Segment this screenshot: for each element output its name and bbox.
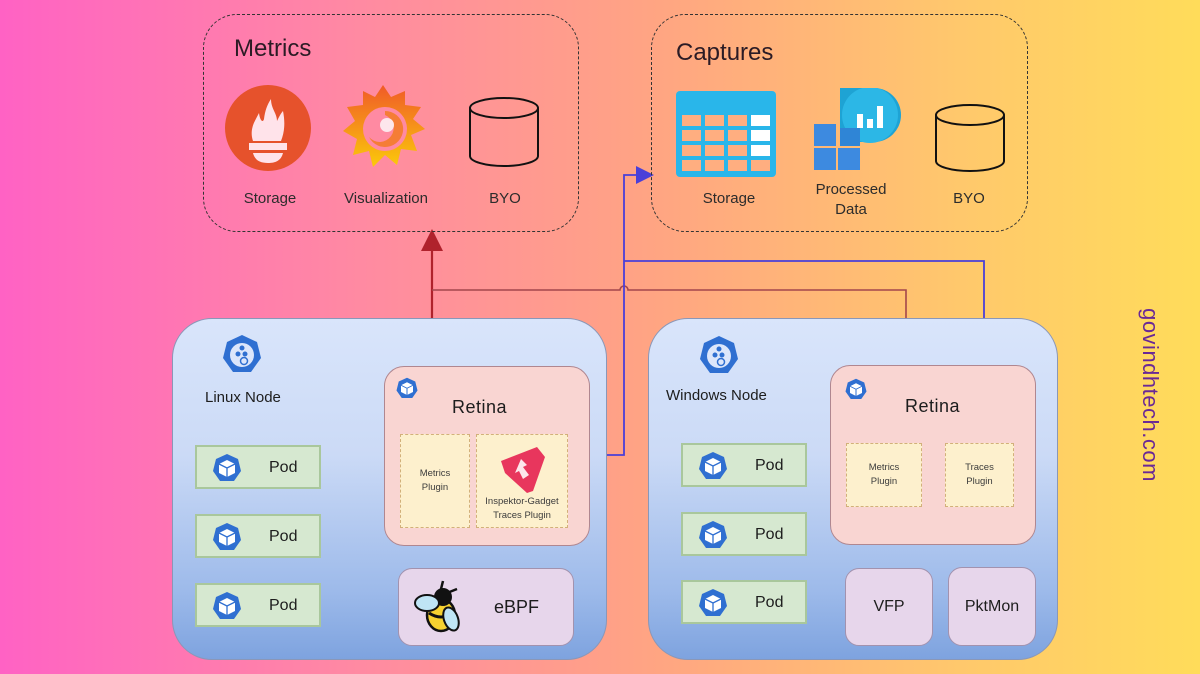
plugin-line2: Plugin (966, 476, 993, 487)
metrics-plugin[interactable]: Metrics Plugin (400, 434, 470, 528)
vfp-label: VFP (873, 598, 905, 615)
retina-cube-icon (845, 378, 867, 399)
pod-cube-icon (699, 589, 727, 616)
captures-group-title: Captures (676, 39, 774, 66)
ebpf-bee-icon (414, 580, 460, 633)
inspektor-gadget-traces-plugin[interactable]: Inspektor-Gadget Traces Plugin (476, 434, 568, 528)
metrics-visualization-label: Visualization (344, 190, 428, 207)
inspektor-gadget-icon (501, 447, 545, 493)
metrics-group: Metrics (203, 14, 579, 232)
pod-cube-icon (213, 523, 241, 550)
database-cylinder-icon (935, 104, 1005, 172)
pod[interactable]: Pod (681, 443, 807, 487)
retina-title: Retina (905, 396, 961, 416)
pod[interactable]: Pod (195, 514, 321, 558)
pod[interactable]: Pod (195, 583, 321, 627)
pod[interactable]: Pod (195, 445, 321, 489)
processed-data-line2: Data (835, 201, 867, 218)
plugin-line2: Plugin (421, 482, 449, 493)
database-cylinder-icon (469, 97, 539, 167)
ebpf-box[interactable]: eBPF (398, 568, 574, 646)
metrics-group-title: Metrics (234, 35, 312, 62)
pod-cube-icon (213, 454, 241, 481)
retina-cube-icon (396, 377, 418, 398)
plugin-line2: Plugin (870, 476, 898, 487)
processed-data-line1: Processed (815, 181, 887, 198)
kubernetes-node-icon (223, 335, 261, 372)
captures-processed-data-label: Processed Data (791, 180, 911, 220)
plugin-line1: Inspektor-Gadget (485, 496, 559, 507)
plugin-line2: Traces Plugin (493, 510, 551, 521)
traces-plugin[interactable]: Traces Plugin (945, 443, 1014, 507)
plugin-line1: Metrics (419, 468, 451, 479)
analytics-dashboard-icon (814, 88, 901, 170)
captures-byo-label: BYO (953, 190, 985, 207)
linux-retina[interactable]: Retina Metrics Plugin Inspektor-Gadget T… (384, 366, 590, 546)
plugin-line1: Traces (965, 462, 994, 473)
pod-cube-icon (699, 521, 727, 548)
plugin-line1: Metrics (868, 462, 900, 473)
pod-label: Pod (755, 526, 784, 543)
retina-title: Retina (452, 397, 508, 417)
windows-node-title: Windows Node (666, 387, 767, 404)
linux-node-title: Linux Node (205, 389, 281, 406)
pod[interactable]: Pod (681, 512, 807, 556)
pktmon-box[interactable]: PktMon (948, 567, 1036, 646)
azure-table-storage-icon (676, 91, 776, 177)
watermark: govindhtech.com (1110, 285, 1190, 505)
pod-cube-icon (213, 592, 241, 619)
windows-retina[interactable]: Retina Metrics Plugin Traces Plugin (830, 365, 1036, 545)
ebpf-label: eBPF (494, 597, 540, 617)
captures-storage-label: Storage (702, 190, 756, 207)
pod-label: Pod (755, 457, 784, 474)
metrics-plugin[interactable]: Metrics Plugin (846, 443, 922, 507)
pod-cube-icon (699, 452, 727, 479)
metrics-storage-label: Storage (243, 190, 297, 207)
pod-label: Pod (269, 459, 298, 476)
pod[interactable]: Pod (681, 580, 807, 624)
pod-label: Pod (269, 597, 298, 614)
vfp-box[interactable]: VFP (845, 568, 933, 646)
pod-label: Pod (755, 594, 784, 611)
kubernetes-node-icon (700, 336, 738, 373)
pktmon-label: PktMon (964, 597, 1020, 615)
prometheus-icon (225, 85, 311, 171)
grafana-icon (343, 85, 425, 167)
watermark-text: govindhtech.com (1138, 308, 1163, 482)
metrics-byo-label: BYO (489, 190, 521, 207)
captures-group: Captures (651, 14, 1028, 232)
pod-label: Pod (269, 528, 298, 545)
